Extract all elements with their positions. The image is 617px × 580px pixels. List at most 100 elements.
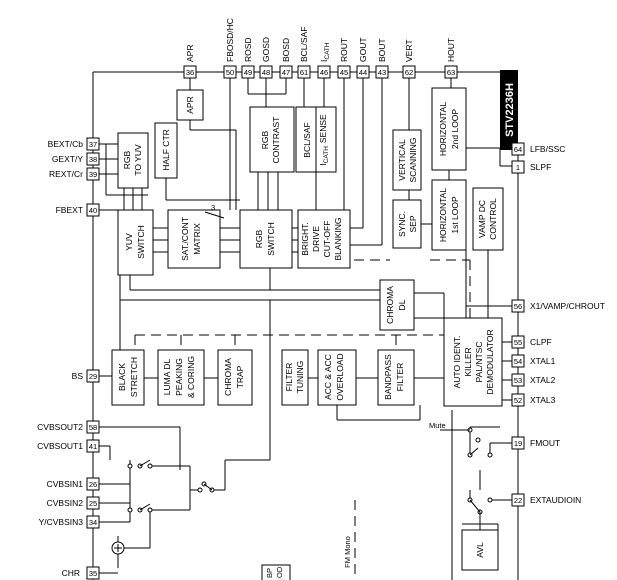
svg-text:63: 63: [447, 68, 455, 77]
block-luma-dl: LUMA DL PEAKING & CORING: [157, 349, 205, 406]
pin-36: 36 APR: [183, 45, 197, 79]
label-x1vamp: X1/VAMP/CHROUT: [530, 301, 605, 311]
label-bosd: BOSD: [281, 38, 291, 62]
label-lfb: LFB/SSC: [530, 144, 565, 154]
pin-41: 41 CVBSOUT1: [37, 439, 100, 453]
svg-text:2nd LOOP: 2nd LOOP: [450, 109, 460, 149]
label-clpf: CLPF: [530, 337, 552, 347]
svg-text:41: 41: [89, 442, 97, 451]
svg-text:PAL/NTSC: PAL/NTSC: [474, 342, 484, 383]
label-chr: CHR: [62, 568, 80, 578]
svg-text:22: 22: [514, 496, 522, 505]
svg-text:62: 62: [405, 68, 413, 77]
label-fmout: FMOUT: [530, 438, 560, 448]
svg-text:CHROMA: CHROMA: [385, 286, 395, 324]
svg-text:46: 46: [320, 68, 328, 77]
svg-text:TUNING: TUNING: [295, 361, 305, 394]
label-slpf: SLPF: [530, 162, 551, 172]
block-bright-drive: BRIGHT. DRIVE CUT-OFF BLANKING: [297, 209, 351, 269]
label-extaudio: EXTAUDIOIN: [530, 495, 581, 505]
svg-text:BP: BP: [265, 568, 274, 578]
pin-46: 46 ICATH: [317, 42, 331, 79]
block-avl: AVL: [461, 529, 499, 571]
block-vamp-dc-control: VAMP DC CONTROL: [472, 187, 504, 251]
svg-text:55: 55: [514, 338, 522, 347]
svg-text:1st LOOP: 1st LOOP: [450, 196, 460, 234]
pin-26: 26 CVBSIN1: [47, 477, 100, 491]
block-sync-sep: SYNC. SEP: [392, 199, 422, 249]
pin-43: 43 BOUT: [375, 38, 389, 79]
label-rout: ROUT: [339, 38, 349, 62]
right-pins: 64 LFB/SSC 1 SLPF 56 X1/VAMP/CHROUT 55 C…: [511, 142, 605, 507]
block-sat-cont-matrix: SAT./CONT MATRIX: [167, 209, 221, 269]
block-yuv-switch: YUV SWITCH: [117, 209, 154, 276]
svg-text:YUV: YUV: [124, 233, 134, 251]
pin-25: 25 CVBSIN2: [47, 496, 100, 510]
block-apr: APR: [176, 89, 204, 121]
svg-text:MATRIX: MATRIX: [192, 223, 202, 255]
svg-text:CUT-OFF: CUT-OFF: [322, 221, 332, 258]
svg-text:VERTICAL: VERTICAL: [397, 139, 407, 181]
svg-text:37: 37: [89, 140, 97, 149]
label-cvbsout1: CVBSOUT1: [37, 441, 83, 451]
svg-text:1: 1: [516, 163, 520, 172]
svg-text:48: 48: [262, 68, 270, 77]
pin-44: 44 GOUT: [356, 37, 370, 79]
svg-text:DEMODULATOR: DEMODULATOR: [485, 329, 495, 394]
pin-48: 48 GOSD: [259, 37, 273, 79]
pin-63: 63 HOUT: [444, 38, 458, 79]
svg-text:39: 39: [89, 170, 97, 179]
svg-text:SWITCH: SWITCH: [266, 222, 276, 256]
label-cvbsin1: CVBSIN1: [47, 479, 84, 489]
block-rgb-switch: RGB SWITCH: [239, 209, 293, 269]
pin-55: 55 CLPF: [511, 335, 552, 349]
pin-22: 22 EXTAUDIOIN: [511, 493, 581, 507]
svg-text:35: 35: [89, 569, 97, 578]
label-ycvbsin3: Y/CVBSIN3: [39, 517, 84, 527]
svg-text:53: 53: [514, 376, 522, 385]
bus-width-3: 3: [211, 203, 215, 212]
top-pins: 36 APR 50 FBOSD/HC 49 ROSD 48 GOSD 47 BO…: [183, 18, 458, 79]
pin-54: 54 XTAL1: [511, 354, 556, 368]
label-xtal2: XTAL2: [530, 375, 556, 385]
svg-text:SEP: SEP: [408, 215, 418, 232]
block-acc-overload: ACC & ACC OVERLOAD: [317, 349, 357, 406]
svg-text:RGB: RGB: [122, 150, 132, 169]
svg-text:25: 25: [89, 499, 97, 508]
pin-37: 37 BEXT/Cb: [48, 137, 100, 151]
block-vertical-scanning: VERTICAL SCANNING: [392, 129, 422, 191]
svg-text:SCANNING: SCANNING: [408, 138, 418, 183]
svg-text:BLANKING: BLANKING: [333, 218, 343, 261]
svg-text:49: 49: [244, 68, 252, 77]
svg-text:HORIZONTAL: HORIZONTAL: [438, 102, 448, 156]
svg-text:TO YUV: TO YUV: [133, 144, 143, 176]
svg-text:40: 40: [89, 206, 97, 215]
label-bclsaf: BCL/SAF: [299, 27, 309, 62]
label-vert: VERT: [404, 39, 414, 62]
svg-text:58: 58: [89, 423, 97, 432]
label-gext: GEXT/Y: [52, 154, 84, 164]
svg-text:SYNC.: SYNC.: [397, 211, 407, 237]
svg-text:TRAP: TRAP: [235, 365, 245, 388]
svg-text:19: 19: [514, 439, 522, 448]
svg-text:RGB: RGB: [254, 229, 264, 248]
svg-text:BANDPASS: BANDPASS: [383, 354, 393, 400]
svg-text:47: 47: [282, 68, 290, 77]
block-half-ctr: HALF CTR: [154, 122, 178, 179]
pin-39: 39 REXT/Cr: [49, 167, 100, 181]
pin-64: 64 LFB/SSC: [511, 142, 565, 156]
label-gosd: GOSD: [261, 37, 271, 62]
label-fm-mono: FM Mono: [343, 536, 352, 568]
label-fbext: FBEXT: [56, 205, 83, 215]
svg-text:29: 29: [89, 372, 97, 381]
svg-text:61: 61: [300, 68, 308, 77]
svg-text:& CORING: & CORING: [186, 356, 196, 398]
svg-text:FILTER: FILTER: [395, 363, 405, 392]
svg-text:64: 64: [514, 145, 522, 154]
svg-text:PEAKING: PEAKING: [174, 358, 184, 396]
label-icath: ICATH: [319, 42, 331, 62]
chip-label-band: [500, 70, 518, 150]
label-xtal1: XTAL1: [530, 356, 556, 366]
block-demodulator: AUTO IDENT. KILLER PAL/NTSC DEMODULATOR: [443, 317, 503, 407]
svg-text:36: 36: [186, 68, 194, 77]
